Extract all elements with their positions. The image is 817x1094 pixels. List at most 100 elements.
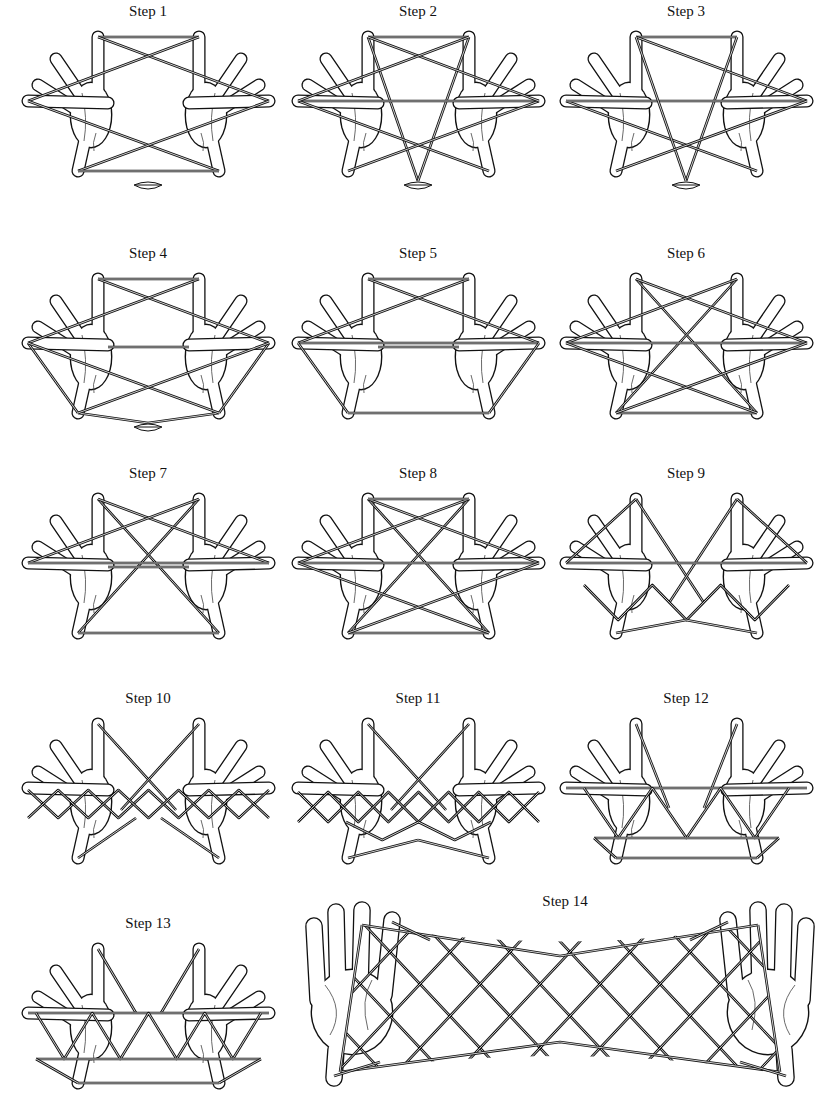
string	[566, 279, 737, 343]
string	[480, 920, 630, 1080]
finger	[629, 279, 642, 365]
finger	[348, 135, 356, 171]
string-core	[348, 563, 539, 633]
string-core	[108, 347, 189, 348]
right-hand	[185, 279, 269, 413]
string-core	[28, 37, 199, 101]
string-core	[450, 920, 600, 1080]
finger	[189, 101, 269, 103]
finger	[459, 788, 539, 790]
finger	[749, 822, 757, 858]
string	[630, 920, 780, 1080]
finger	[28, 343, 108, 345]
string-core	[686, 620, 757, 633]
step-figure	[0, 910, 817, 1080]
string	[210, 920, 360, 1080]
string-loops	[298, 724, 539, 858]
string-core	[616, 101, 807, 171]
finger	[481, 135, 489, 171]
string	[270, 920, 420, 1080]
string-core	[636, 37, 737, 38]
finger	[464, 499, 475, 585]
string-core	[98, 499, 219, 633]
string	[334, 1062, 380, 1076]
step-figure	[298, 37, 539, 189]
string-core	[30, 920, 180, 1080]
string-core	[240, 920, 390, 1080]
string	[391, 724, 469, 810]
finger	[194, 499, 205, 585]
string	[704, 724, 737, 808]
string-core	[298, 343, 539, 344]
string	[616, 857, 757, 860]
string-core	[616, 620, 686, 633]
step-label: Step 5	[399, 245, 437, 262]
string-core	[98, 279, 269, 343]
string-core	[28, 790, 269, 818]
string-core	[180, 920, 330, 1080]
string-core	[98, 499, 269, 563]
finger	[802, 926, 806, 1000]
finger	[361, 279, 374, 365]
string-core	[750, 920, 817, 1080]
string-core	[346, 822, 491, 840]
string-loops	[298, 279, 539, 413]
string-core	[616, 858, 757, 859]
string-core	[616, 343, 807, 413]
string	[489, 343, 539, 413]
string	[78, 101, 269, 171]
string	[98, 278, 199, 281]
string	[28, 499, 199, 563]
left-hand	[298, 499, 382, 633]
string	[348, 563, 539, 633]
string	[28, 37, 199, 101]
string-edge	[334, 922, 786, 1076]
right-hand	[455, 37, 539, 171]
string	[28, 101, 219, 171]
string-core	[298, 343, 348, 413]
string	[98, 37, 269, 101]
step-figure	[566, 279, 807, 413]
string-core	[348, 499, 469, 633]
string-core	[566, 101, 807, 102]
string-core	[368, 37, 469, 38]
step-label: Step 9	[667, 465, 705, 482]
string	[686, 37, 737, 181]
string	[636, 724, 669, 808]
step-figure	[566, 724, 807, 858]
finger	[758, 910, 760, 990]
string	[636, 499, 704, 603]
string	[348, 632, 489, 635]
step-figure	[28, 949, 269, 1083]
step-figure	[28, 499, 269, 633]
string-core	[210, 920, 360, 1080]
string	[362, 925, 758, 956]
string-core	[566, 343, 807, 344]
string-core	[98, 37, 199, 38]
string-core	[298, 499, 469, 563]
string	[148, 413, 219, 423]
finger	[28, 343, 108, 345]
string	[30, 920, 180, 1080]
string-core	[636, 37, 807, 101]
string	[566, 562, 807, 565]
string-core	[392, 922, 430, 940]
string	[566, 342, 807, 345]
mouth	[134, 424, 162, 431]
string	[78, 413, 148, 423]
right-hand	[185, 37, 269, 171]
string-core	[78, 633, 219, 634]
string-core	[757, 838, 779, 858]
string-core	[161, 818, 219, 858]
finger	[91, 279, 104, 365]
string-core	[566, 563, 807, 564]
finger	[631, 499, 642, 585]
step-label: Step 2	[399, 3, 437, 20]
left-hand	[28, 37, 112, 171]
string	[348, 840, 418, 858]
string-core	[566, 343, 757, 413]
string-core	[298, 101, 489, 171]
string-core	[28, 343, 219, 413]
string	[616, 620, 686, 633]
